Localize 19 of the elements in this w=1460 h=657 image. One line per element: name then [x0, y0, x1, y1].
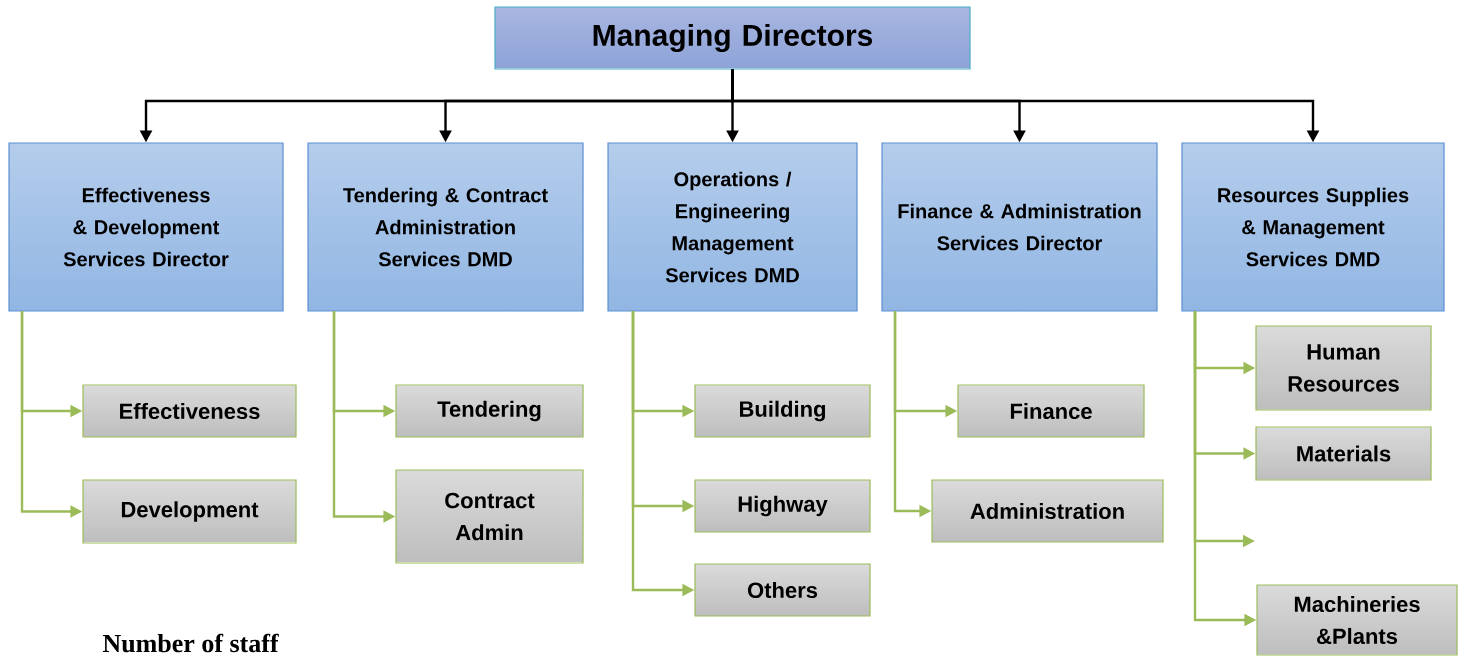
- unit-box: Machineries &Plants: [1256, 584, 1458, 656]
- unit-box: Materials: [1255, 426, 1432, 481]
- unit-box: Others: [694, 563, 871, 617]
- unit-box: Human Resources: [1255, 325, 1432, 411]
- unit-box: Finance: [957, 384, 1145, 438]
- unit-box: Administration: [931, 479, 1164, 543]
- director-box: Resources Supplies & Management Services DMD: [1181, 142, 1445, 312]
- director-box: Finance & Administration Services Director: [881, 142, 1158, 312]
- note-text: Number of staff: [102, 633, 279, 653]
- unit-box: Development: [82, 479, 297, 544]
- director-box: Tendering & Contract Administration Services DMD: [307, 142, 584, 312]
- unit-box: Contract Admin: [395, 469, 584, 564]
- director-box: Operations / Engineering Management Services DMD: [607, 142, 858, 312]
- unit-box: Highway: [694, 479, 871, 533]
- unit-box: Tendering: [395, 384, 584, 438]
- title-box: Managing Directors: [494, 6, 971, 70]
- unit-box: Effectiveness: [82, 384, 297, 438]
- unit-box: Building: [694, 384, 871, 438]
- director-box: Effectiveness & Development Services Director: [8, 142, 284, 312]
